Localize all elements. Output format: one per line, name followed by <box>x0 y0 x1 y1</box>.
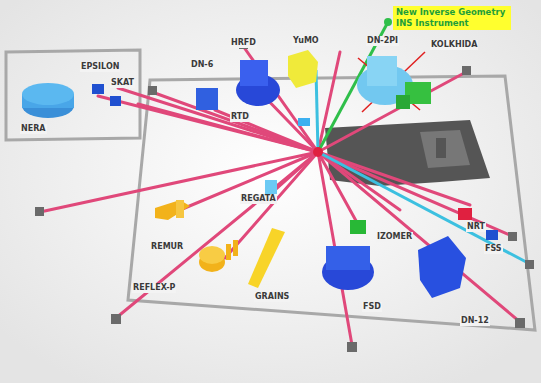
instrument-label: SKAT <box>110 78 135 88</box>
instrument-label: DN-6 <box>190 60 214 70</box>
instrument-label: REGATA <box>240 194 277 204</box>
instrument-label: YuMO <box>292 36 320 46</box>
instrument-label: GRAINS <box>254 292 290 302</box>
instrument-label: FSD <box>362 302 382 312</box>
instrument-label: KOLKHIDA <box>430 40 478 50</box>
instrument-label: RTD <box>230 112 250 122</box>
highlight-note: New Inverse Geometry INS Instrument <box>393 6 511 30</box>
instrument-label: REFLEX-P <box>132 283 176 293</box>
note-text: New Inverse Geometry INS Instrument <box>396 7 508 29</box>
instrument-label: NRT <box>466 222 486 232</box>
instrument-label: NERA <box>20 124 47 134</box>
instrument-label: FSS <box>484 244 503 254</box>
instrument-label: DN-2PI <box>366 36 399 46</box>
instrument-label: REMUR <box>150 242 184 252</box>
instrument-label: HRFD <box>230 38 257 48</box>
instrument-label: IZOMER <box>376 232 413 242</box>
instrument-label: DN-12 <box>460 316 490 326</box>
instrument-label: EPSILON <box>80 62 120 72</box>
